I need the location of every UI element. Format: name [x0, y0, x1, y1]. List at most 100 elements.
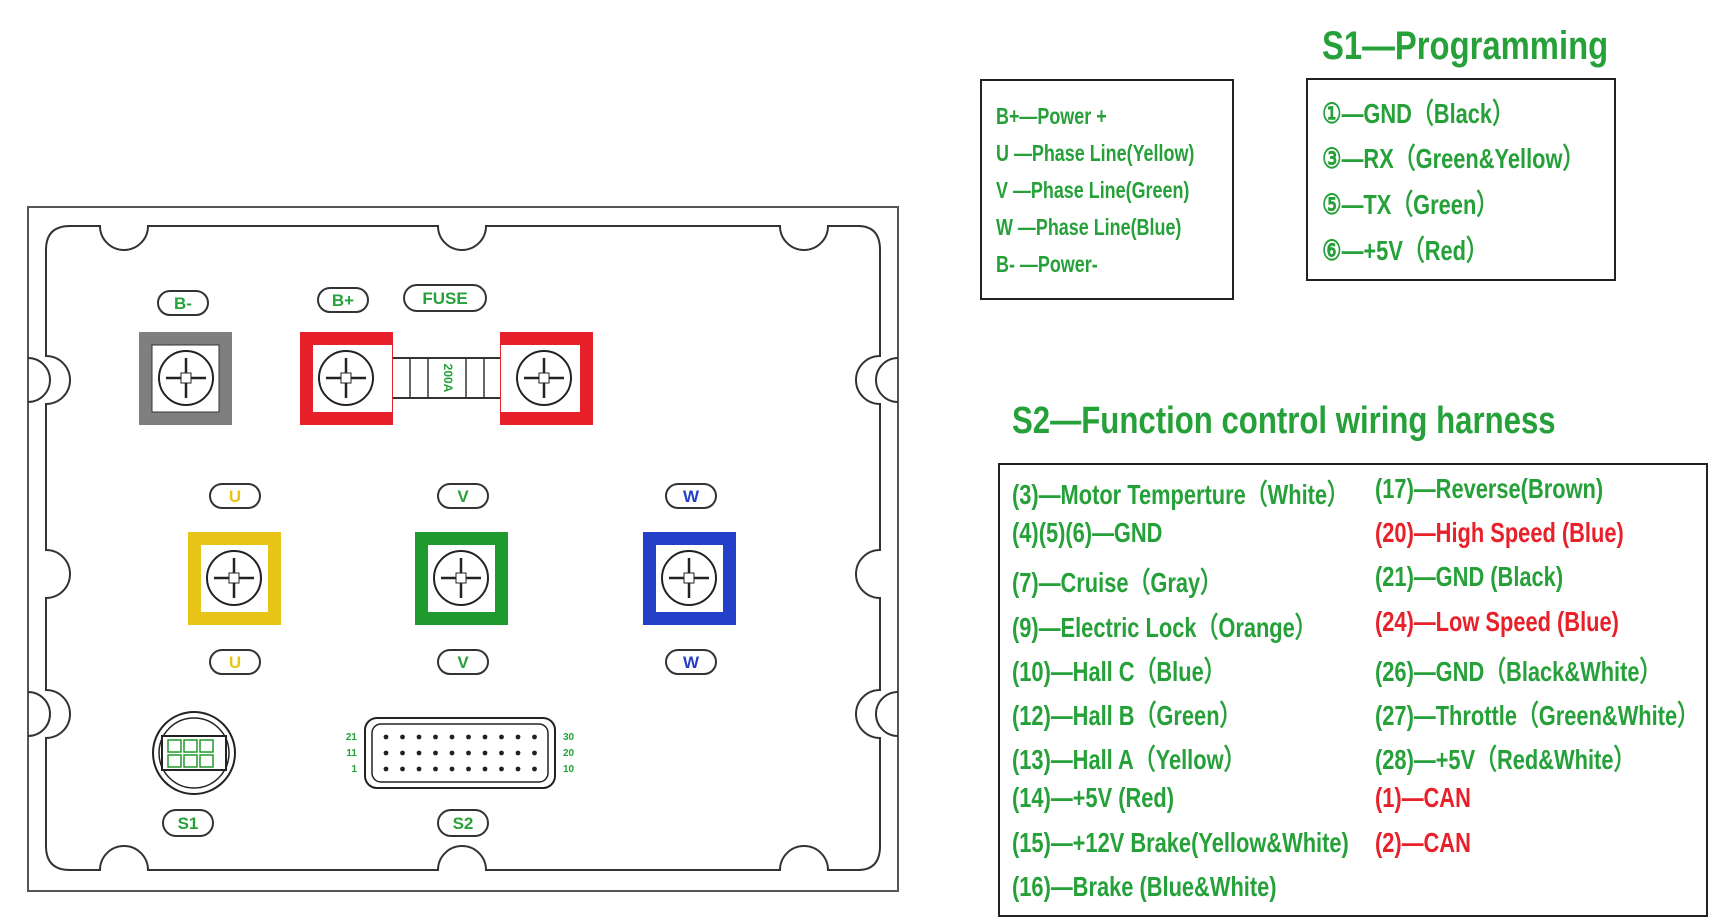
s2-left-line: (9)—Electric Lock（Orange）: [1012, 611, 1317, 643]
s2-left-line: (10)—Hall C（Blue）: [1012, 655, 1226, 687]
s2-pin: [416, 750, 422, 756]
s1-line-rx: ③—RX（Green&Yellow）: [1322, 143, 1585, 174]
s2-left-line: (15)—+12V Brake(Yellow&White): [1012, 826, 1349, 858]
label-b-plus: B+: [317, 287, 369, 313]
s2-left-line: (3)—Motor Temperture（White）: [1012, 479, 1349, 510]
s1-box: ①—GND（Black） ③—RX（Green&Yellow） ⑤—TX（Gre…: [1306, 78, 1616, 281]
s2-right-line: (28)—+5V（Red&White）: [1375, 744, 1636, 776]
svg-text:S1: S1: [178, 814, 199, 833]
svg-text:B+: B+: [332, 291, 354, 310]
s2-pin: [499, 750, 504, 756]
s2-right-line: (2)—CAN: [1375, 826, 1471, 858]
legend-line-u: U —Phase Line(Yellow): [996, 140, 1195, 166]
s2-pin: [383, 766, 389, 772]
svg-text:B-: B-: [174, 294, 192, 313]
legend-line-b-minus: B- —Power-: [996, 251, 1098, 277]
s2-pin: [433, 766, 438, 772]
svg-text:21: 21: [346, 732, 358, 743]
s2-pin: [482, 734, 488, 740]
s2-left-line: (13)—Hall A（Yellow）: [1012, 744, 1246, 776]
s2-title: S2—Function control wiring harness: [1012, 400, 1556, 442]
s2-pin: [466, 734, 471, 740]
s2-pin: [416, 734, 422, 740]
label-v-top: V: [437, 483, 489, 509]
s2-pin: [515, 750, 521, 756]
s1-line-5v: ⑥—+5V（Red）: [1322, 235, 1488, 266]
b-plus-terminal: [300, 332, 393, 425]
svg-text:U: U: [229, 653, 241, 672]
svg-text:10: 10: [563, 764, 575, 775]
s1-line-gnd: ①—GND（Black）: [1322, 98, 1514, 129]
s2-right-line: (21)—GND (Black): [1375, 561, 1564, 593]
svg-text:U: U: [229, 487, 241, 506]
svg-text:V: V: [457, 487, 469, 506]
s2-pin: [466, 766, 471, 772]
s2-pin: [383, 750, 389, 756]
s2-pin: [466, 750, 471, 756]
legend-line-w: W —Phase Line(Blue): [996, 214, 1182, 240]
s2-pin: [482, 750, 488, 756]
svg-text:W: W: [683, 487, 700, 506]
s2-pin-numbers-right: 30 20 10: [563, 732, 575, 775]
svg-text:11: 11: [346, 748, 357, 759]
s2-pin: [433, 734, 438, 740]
s2-left-column: (3)—Motor Temperture（White） (4)(5)(6)—GND…: [1012, 473, 1357, 913]
s2-pin: [400, 750, 405, 756]
s2-pin: [499, 766, 504, 772]
s2-left-line: (16)—Brake (Blue&White): [1012, 870, 1277, 902]
svg-text:S2: S2: [453, 814, 474, 833]
label-s1: S1: [162, 809, 214, 837]
s2-pin: [482, 766, 488, 772]
s2-pin: [400, 734, 405, 740]
svg-text:1: 1: [351, 764, 357, 775]
s2-pin: [515, 766, 521, 772]
s2-box: (3)—Motor Temperture（White） (4)(5)(6)—GND…: [998, 463, 1708, 917]
label-s2: S2: [437, 809, 489, 837]
s2-right-line: (27)—Throttle（Green&White）: [1375, 700, 1699, 731]
panel-outer-frame: [27, 206, 899, 892]
s2-right-line: (1)—CAN: [1375, 782, 1471, 814]
fuse-terminal: [500, 332, 593, 425]
s1-title: S1—Programming: [1322, 24, 1609, 68]
label-w-top: W: [665, 483, 717, 509]
s2-right-line: (26)—GND（Black&White）: [1375, 655, 1662, 687]
label-u-bottom: U: [209, 649, 261, 675]
s2-pin: [515, 734, 521, 740]
s2-connector: 21 11 1 30 20 10: [346, 717, 575, 789]
svg-text:W: W: [683, 653, 700, 672]
s2-pin: [449, 750, 455, 756]
v-terminal: [415, 532, 508, 625]
s1-line-tx: ⑤—TX（Green）: [1322, 189, 1499, 220]
svg-text:V: V: [457, 653, 469, 672]
s2-pin: [532, 734, 537, 740]
label-fuse: FUSE: [403, 284, 487, 312]
s2-left-line: (14)—+5V (Red): [1012, 782, 1175, 814]
label-w-bottom: W: [665, 649, 717, 675]
label-u-top: U: [209, 483, 261, 509]
s2-pin: [532, 750, 537, 756]
s2-pin-numbers-left: 21 11 1: [346, 732, 358, 775]
s2-left-line: (12)—Hall B（Green）: [1012, 700, 1242, 731]
svg-text:FUSE: FUSE: [422, 289, 467, 308]
s2-left-line: (4)(5)(6)—GND: [1012, 517, 1163, 549]
s2-right-line: (20)—High Speed (Blue): [1375, 517, 1624, 549]
legend-line-b-plus: B+—Power +: [996, 103, 1107, 129]
s2-pin: [532, 766, 537, 772]
fuse-rating-label: 200A: [441, 364, 455, 393]
u-terminal: [188, 532, 281, 625]
b-minus-terminal: [139, 332, 232, 425]
s2-left-line: (7)—Cruise（Gray）: [1012, 567, 1222, 599]
s2-pin: [449, 734, 455, 740]
svg-text:30: 30: [563, 732, 575, 743]
s2-pin: [400, 766, 405, 772]
s2-pin: [433, 750, 438, 756]
legend-line-v: V —Phase Line(Green): [996, 177, 1190, 203]
s2-pin: [499, 734, 504, 740]
label-b-minus: B-: [157, 290, 209, 316]
s2-right-line: (17)—Reverse(Brown): [1375, 473, 1604, 504]
w-terminal: [643, 532, 736, 625]
power-legend-box: B+—Power + U —Phase Line(Yellow) V —Phas…: [980, 79, 1234, 300]
fuse-bar: 200A: [391, 357, 503, 399]
s2-pin: [383, 734, 389, 740]
controller-panel-diagram: B- B+ FUSE 200A U: [27, 206, 899, 892]
